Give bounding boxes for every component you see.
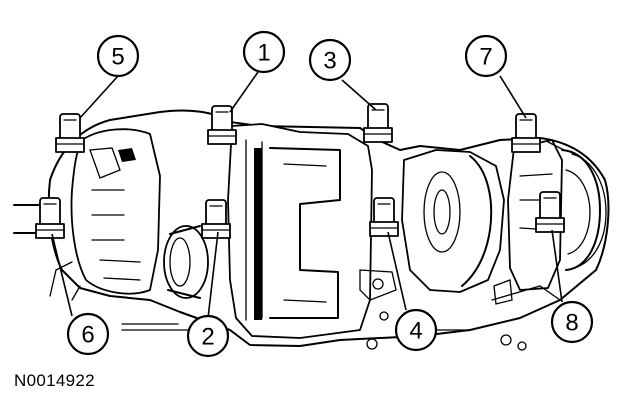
callout-3: 3 [308, 38, 352, 82]
callout-7-label: 7 [479, 44, 492, 71]
callout-4: 4 [394, 308, 438, 352]
callout-6-label: 6 [81, 322, 94, 349]
figure-id: N0014922 [14, 371, 95, 390]
counterweight-left [70, 128, 161, 295]
bolt-6 [35, 197, 65, 239]
bolt-8 [535, 191, 565, 233]
engine-block-artwork [13, 103, 610, 351]
leader-5 [79, 75, 119, 119]
callout-3-label: 3 [323, 48, 336, 75]
rear-flange [547, 141, 607, 271]
crank-web-right [401, 149, 505, 293]
callout-8-label: 8 [565, 310, 578, 337]
callout-2: 2 [186, 314, 230, 358]
lower-rail [359, 269, 561, 351]
callout-2-label: 2 [201, 324, 214, 351]
bolt-2 [201, 199, 231, 239]
leader-2 [207, 231, 219, 319]
bolt-7 [511, 113, 541, 153]
callout-8: 8 [550, 300, 594, 344]
leader-7 [499, 75, 527, 119]
bolt-4 [369, 197, 399, 237]
callout-1-label: 1 [257, 40, 270, 67]
callout-1: 1 [242, 30, 286, 74]
leader-4 [387, 231, 407, 311]
callout-7: 7 [464, 34, 508, 78]
callout-5: 5 [96, 34, 140, 78]
rod-journal-left [163, 225, 209, 299]
leader-6 [51, 233, 73, 317]
callout-4-label: 4 [409, 318, 422, 345]
rear-counterweight [507, 139, 563, 291]
callout-5-label: 5 [111, 44, 124, 71]
bolt-3 [363, 103, 393, 143]
leader-3 [341, 79, 377, 111]
bolt-5 [55, 113, 85, 153]
leader-1 [229, 71, 259, 113]
block-outline [47, 109, 610, 347]
bolt-1 [207, 105, 237, 145]
leader-8 [551, 229, 563, 303]
callout-6: 6 [66, 312, 110, 356]
leader-lines [51, 71, 563, 319]
